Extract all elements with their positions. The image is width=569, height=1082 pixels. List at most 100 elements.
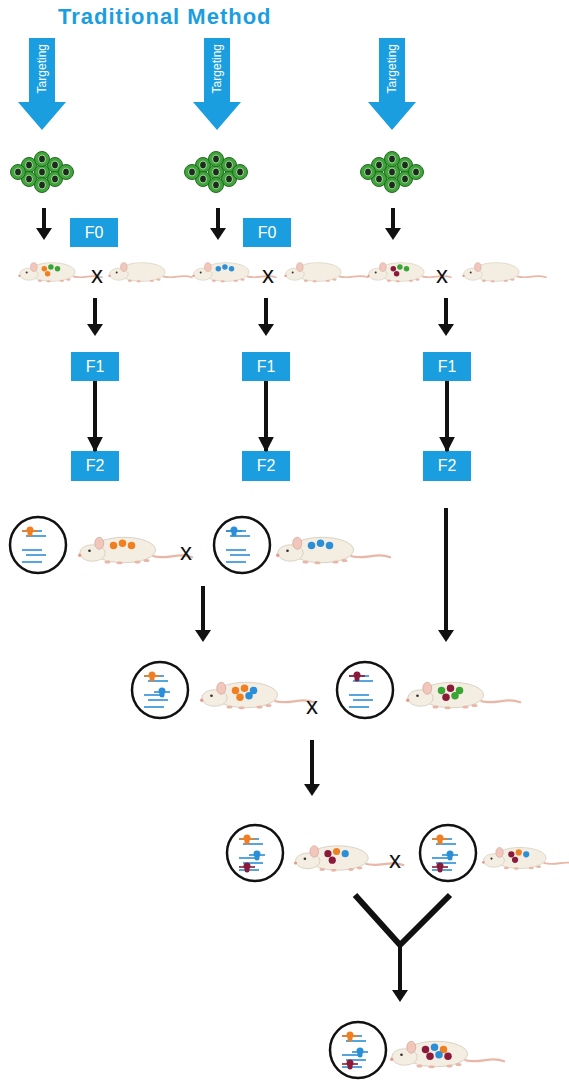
allele-dot: [438, 868, 443, 873]
mouse: [482, 847, 569, 869]
mouse-eye: [400, 1053, 403, 1056]
cell: [233, 165, 248, 180]
arrow-shaft: [42, 208, 46, 230]
mouse-foot: [227, 706, 233, 709]
cell: [35, 178, 50, 193]
marker-dot: [317, 540, 325, 548]
cell-nucleus: [237, 168, 244, 176]
targeting-arrow: Targeting: [18, 38, 66, 130]
mouse-foot: [504, 280, 508, 282]
mouse-foot: [514, 867, 519, 869]
cell-nucleus: [213, 155, 220, 163]
marker-dot: [42, 266, 48, 272]
arrow-head: [210, 228, 226, 240]
mouse-nose: [78, 554, 81, 557]
allele-dot: [348, 1065, 353, 1070]
icon-circle: [337, 662, 393, 718]
icon-circle: [420, 825, 476, 881]
arrow-head: [438, 630, 454, 642]
mouse-eye: [416, 694, 419, 697]
allele-dot: [232, 532, 237, 537]
mouse-foot: [137, 280, 141, 282]
marker-dot: [438, 687, 446, 695]
allele-dot: [245, 840, 250, 845]
generation-box: F0: [70, 218, 118, 247]
mouse-foot: [315, 561, 321, 564]
mouse-eye: [304, 857, 307, 860]
mouse-tail: [544, 862, 569, 864]
mouse-ear: [423, 682, 432, 694]
generation-box: F2: [423, 451, 471, 481]
arrow-head: [195, 630, 211, 642]
marker-dot: [444, 1053, 452, 1061]
mouse-foot: [447, 1065, 453, 1068]
chromosome-line: [26, 554, 46, 556]
marker-dot: [512, 857, 518, 863]
node-text: F2: [438, 457, 457, 475]
mouse-nose: [192, 275, 194, 277]
mouse-tail: [481, 700, 522, 702]
mouse-nose: [462, 275, 464, 277]
allele-dot: [150, 677, 155, 682]
marker-dot: [523, 851, 529, 857]
allele-dot: [355, 677, 360, 682]
mouse-foot: [240, 279, 244, 281]
mouse-foot: [234, 280, 238, 282]
arrow-shaft: [93, 298, 97, 326]
diagram-title: Traditional Method: [58, 4, 272, 30]
mouse-foot: [415, 279, 419, 281]
cell: [385, 178, 400, 193]
allele-dot: [438, 840, 443, 845]
cell: [11, 165, 26, 180]
marker-dot: [422, 1046, 430, 1054]
mouse: [462, 263, 546, 283]
mouse-foot: [38, 280, 42, 282]
mouse-foot: [529, 867, 534, 869]
chromosome-line: [144, 706, 164, 708]
mouse-foot: [156, 279, 160, 281]
mouse-foot: [60, 280, 64, 282]
chromosome-icon: [214, 517, 270, 573]
mouse-ear: [31, 263, 38, 272]
mouse-ear: [205, 263, 212, 272]
flow-arrow: [36, 208, 52, 240]
arrow-shaft: [216, 208, 220, 230]
chromosome-line: [148, 699, 168, 701]
mouse-foot: [482, 280, 486, 282]
icon-circle: [330, 1022, 386, 1078]
cell-nucleus: [376, 175, 383, 183]
cross-symbol: x: [436, 261, 448, 289]
marker-dot: [48, 264, 54, 270]
icon-circle: [132, 662, 188, 718]
marker-dot: [245, 692, 253, 700]
mouse-foot: [409, 280, 413, 282]
split-lines: [355, 895, 450, 945]
flow-arrow: [195, 586, 211, 642]
mouse-nose: [367, 275, 369, 277]
cell-nucleus: [413, 168, 420, 176]
mouse-ear: [380, 263, 387, 272]
marker-dot: [110, 542, 118, 550]
mouse-eye: [116, 272, 118, 274]
mouse-ear: [297, 263, 304, 272]
marker-dot: [451, 692, 459, 700]
cross-symbol: x: [306, 692, 318, 720]
flow-arrow: [438, 298, 454, 336]
chromosome-line: [353, 699, 373, 701]
flow-connector: [445, 381, 449, 451]
mouse-ear: [293, 537, 302, 549]
mouse-foot: [536, 865, 541, 867]
chromosome-icon: [132, 662, 188, 718]
mouse-eye: [375, 272, 377, 274]
mouse: [294, 846, 404, 872]
mouse-foot: [326, 280, 330, 282]
marker-dot: [397, 264, 403, 270]
flow-arrow: [258, 298, 274, 336]
chromosome-icon: [227, 825, 283, 881]
node-text: F0: [258, 224, 277, 242]
mouse-foot: [433, 706, 439, 709]
marker-dot: [394, 271, 400, 277]
marker-dot: [308, 542, 316, 550]
mouse-nose: [284, 275, 286, 277]
chromosome-icon: [420, 825, 476, 881]
